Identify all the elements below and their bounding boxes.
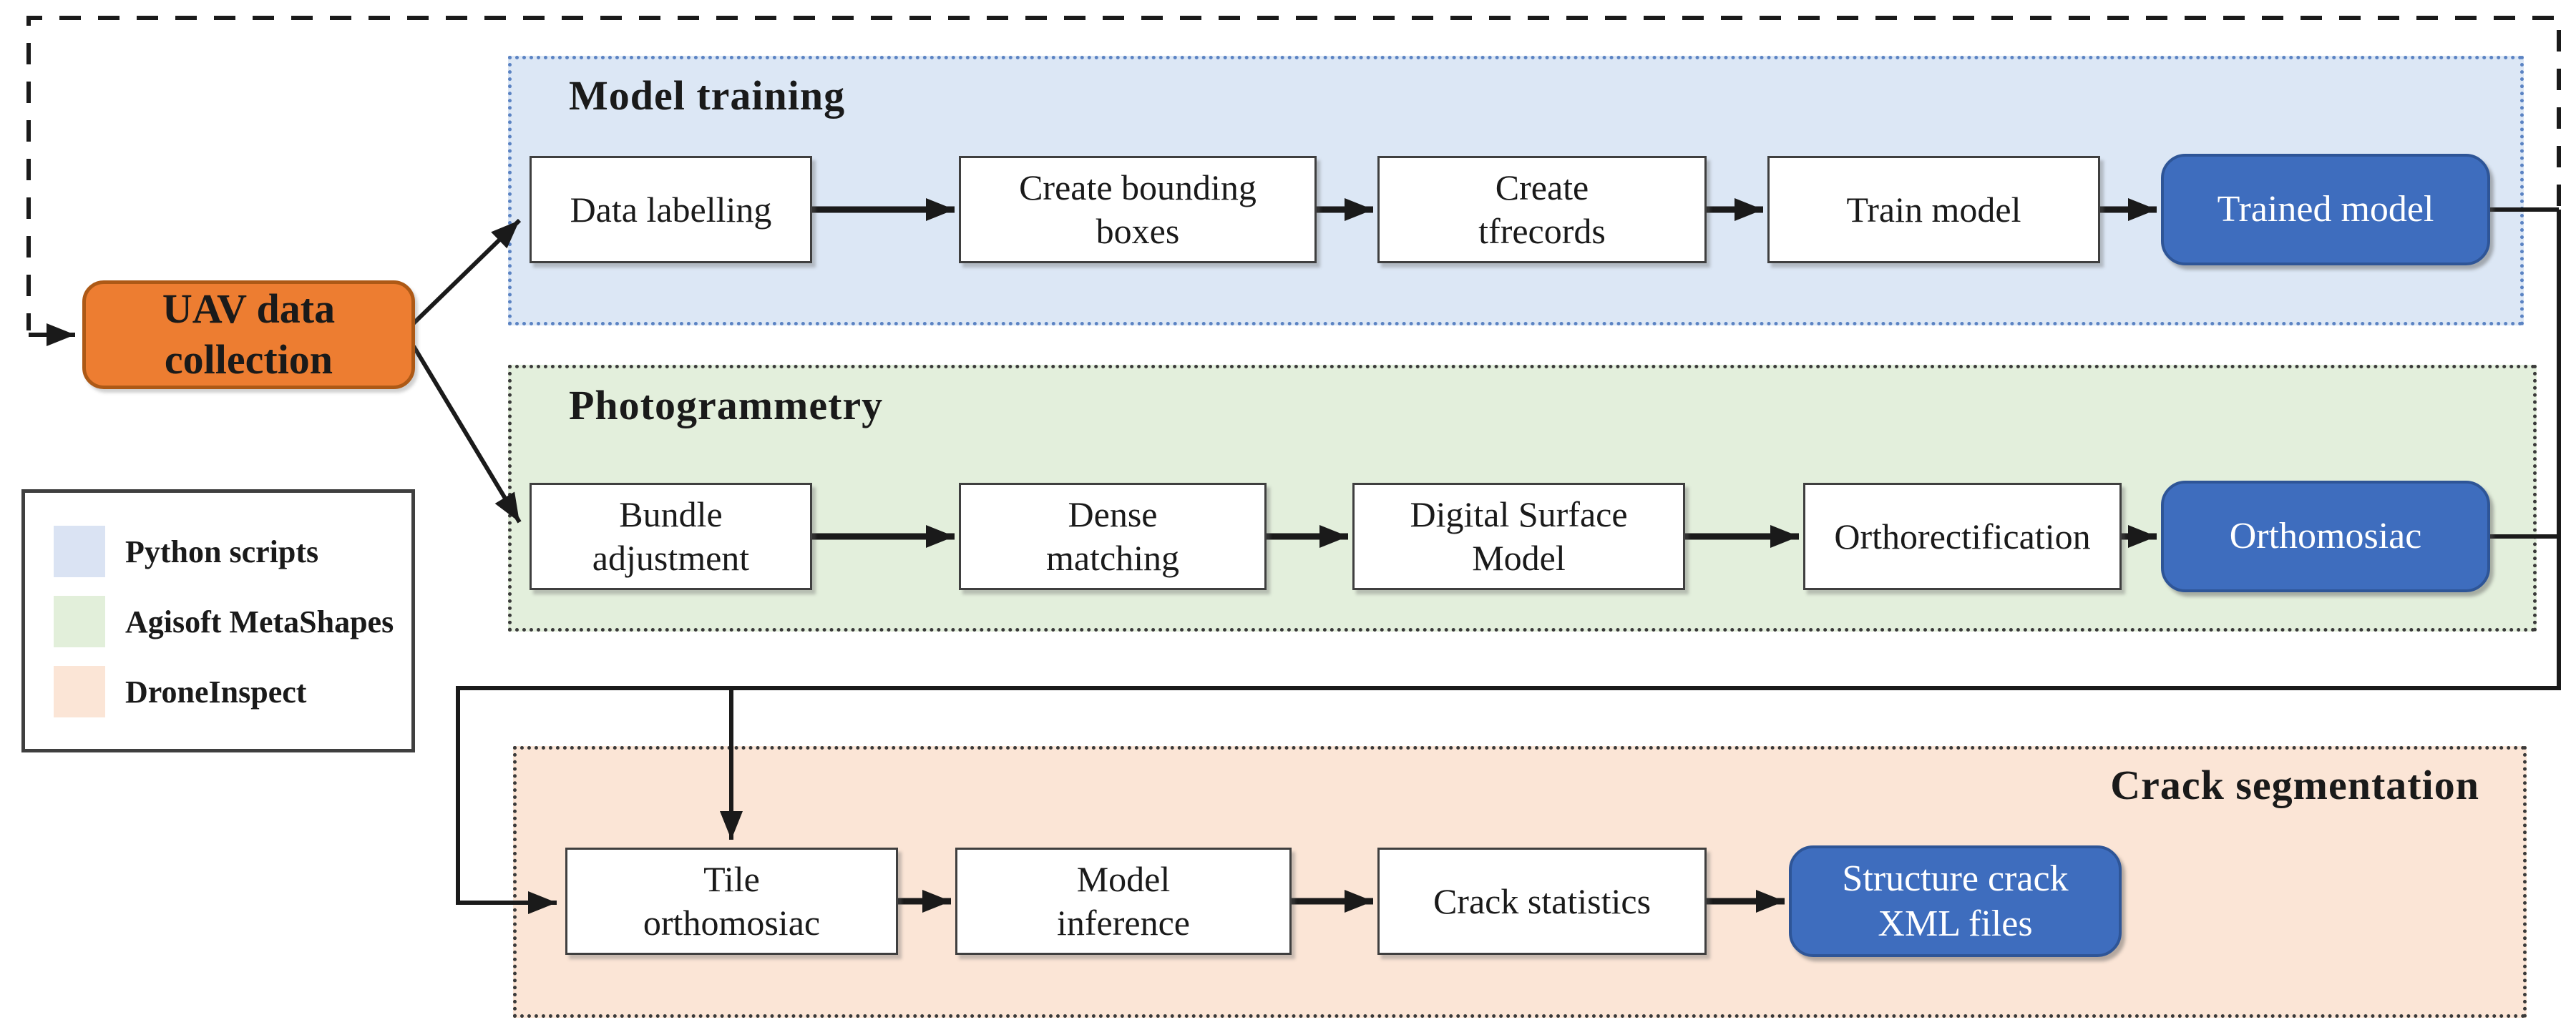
node-digital-surface-model: Digital Surface Model	[1352, 483, 1685, 590]
legend-item-droneinspect: DroneInspect	[54, 666, 306, 717]
node-create-tfrecords: Create tfrecords	[1377, 156, 1707, 263]
legend-label: Agisoft MetaShapes	[125, 604, 394, 639]
arrow-start-to-model-training	[411, 218, 522, 325]
node-structure-crack-xml-files: Structure crack XML files	[1789, 845, 2122, 957]
legend-item-agisoft-metashapes: Agisoft MetaShapes	[54, 596, 394, 647]
legend-swatch-python-scripts	[54, 526, 105, 577]
node-dense-matching: Dense matching	[959, 483, 1267, 590]
node-uav-data-collection: UAV data collection	[82, 280, 415, 389]
node-crack-statistics: Crack statistics	[1377, 848, 1707, 955]
legend-label: Python scripts	[125, 534, 319, 569]
node-model-inference: Model inference	[955, 848, 1292, 955]
legend-swatch-agisoft-metashapes	[54, 596, 105, 647]
node-bundle-adjustment: Bundle adjustment	[530, 483, 812, 590]
node-orthomosiac: Orthomosiac	[2161, 481, 2490, 592]
arrow-start-to-photogrammetry	[411, 345, 522, 524]
model-training-title: Model training	[569, 72, 846, 119]
node-data-labelling: Data labelling	[530, 156, 812, 263]
node-tile-orthomosiac: Tile orthomosiac	[565, 848, 898, 955]
legend-item-python-scripts: Python scripts	[54, 526, 318, 577]
legend-label: DroneInspect	[125, 674, 307, 710]
node-train-model: Train model	[1767, 156, 2100, 263]
node-trained-model: Trained model	[2161, 154, 2490, 265]
node-create-bounding-boxes: Create bounding boxes	[959, 156, 1317, 263]
legend: Python scripts Agisoft MetaShapes DroneI…	[21, 489, 415, 752]
node-orthorectification: Orthorectification	[1803, 483, 2122, 590]
photogrammetry-title: Photogrammetry	[569, 382, 884, 428]
crack-segmentation-title: Crack segmentation	[2110, 762, 2479, 808]
legend-swatch-droneinspect	[54, 666, 105, 717]
